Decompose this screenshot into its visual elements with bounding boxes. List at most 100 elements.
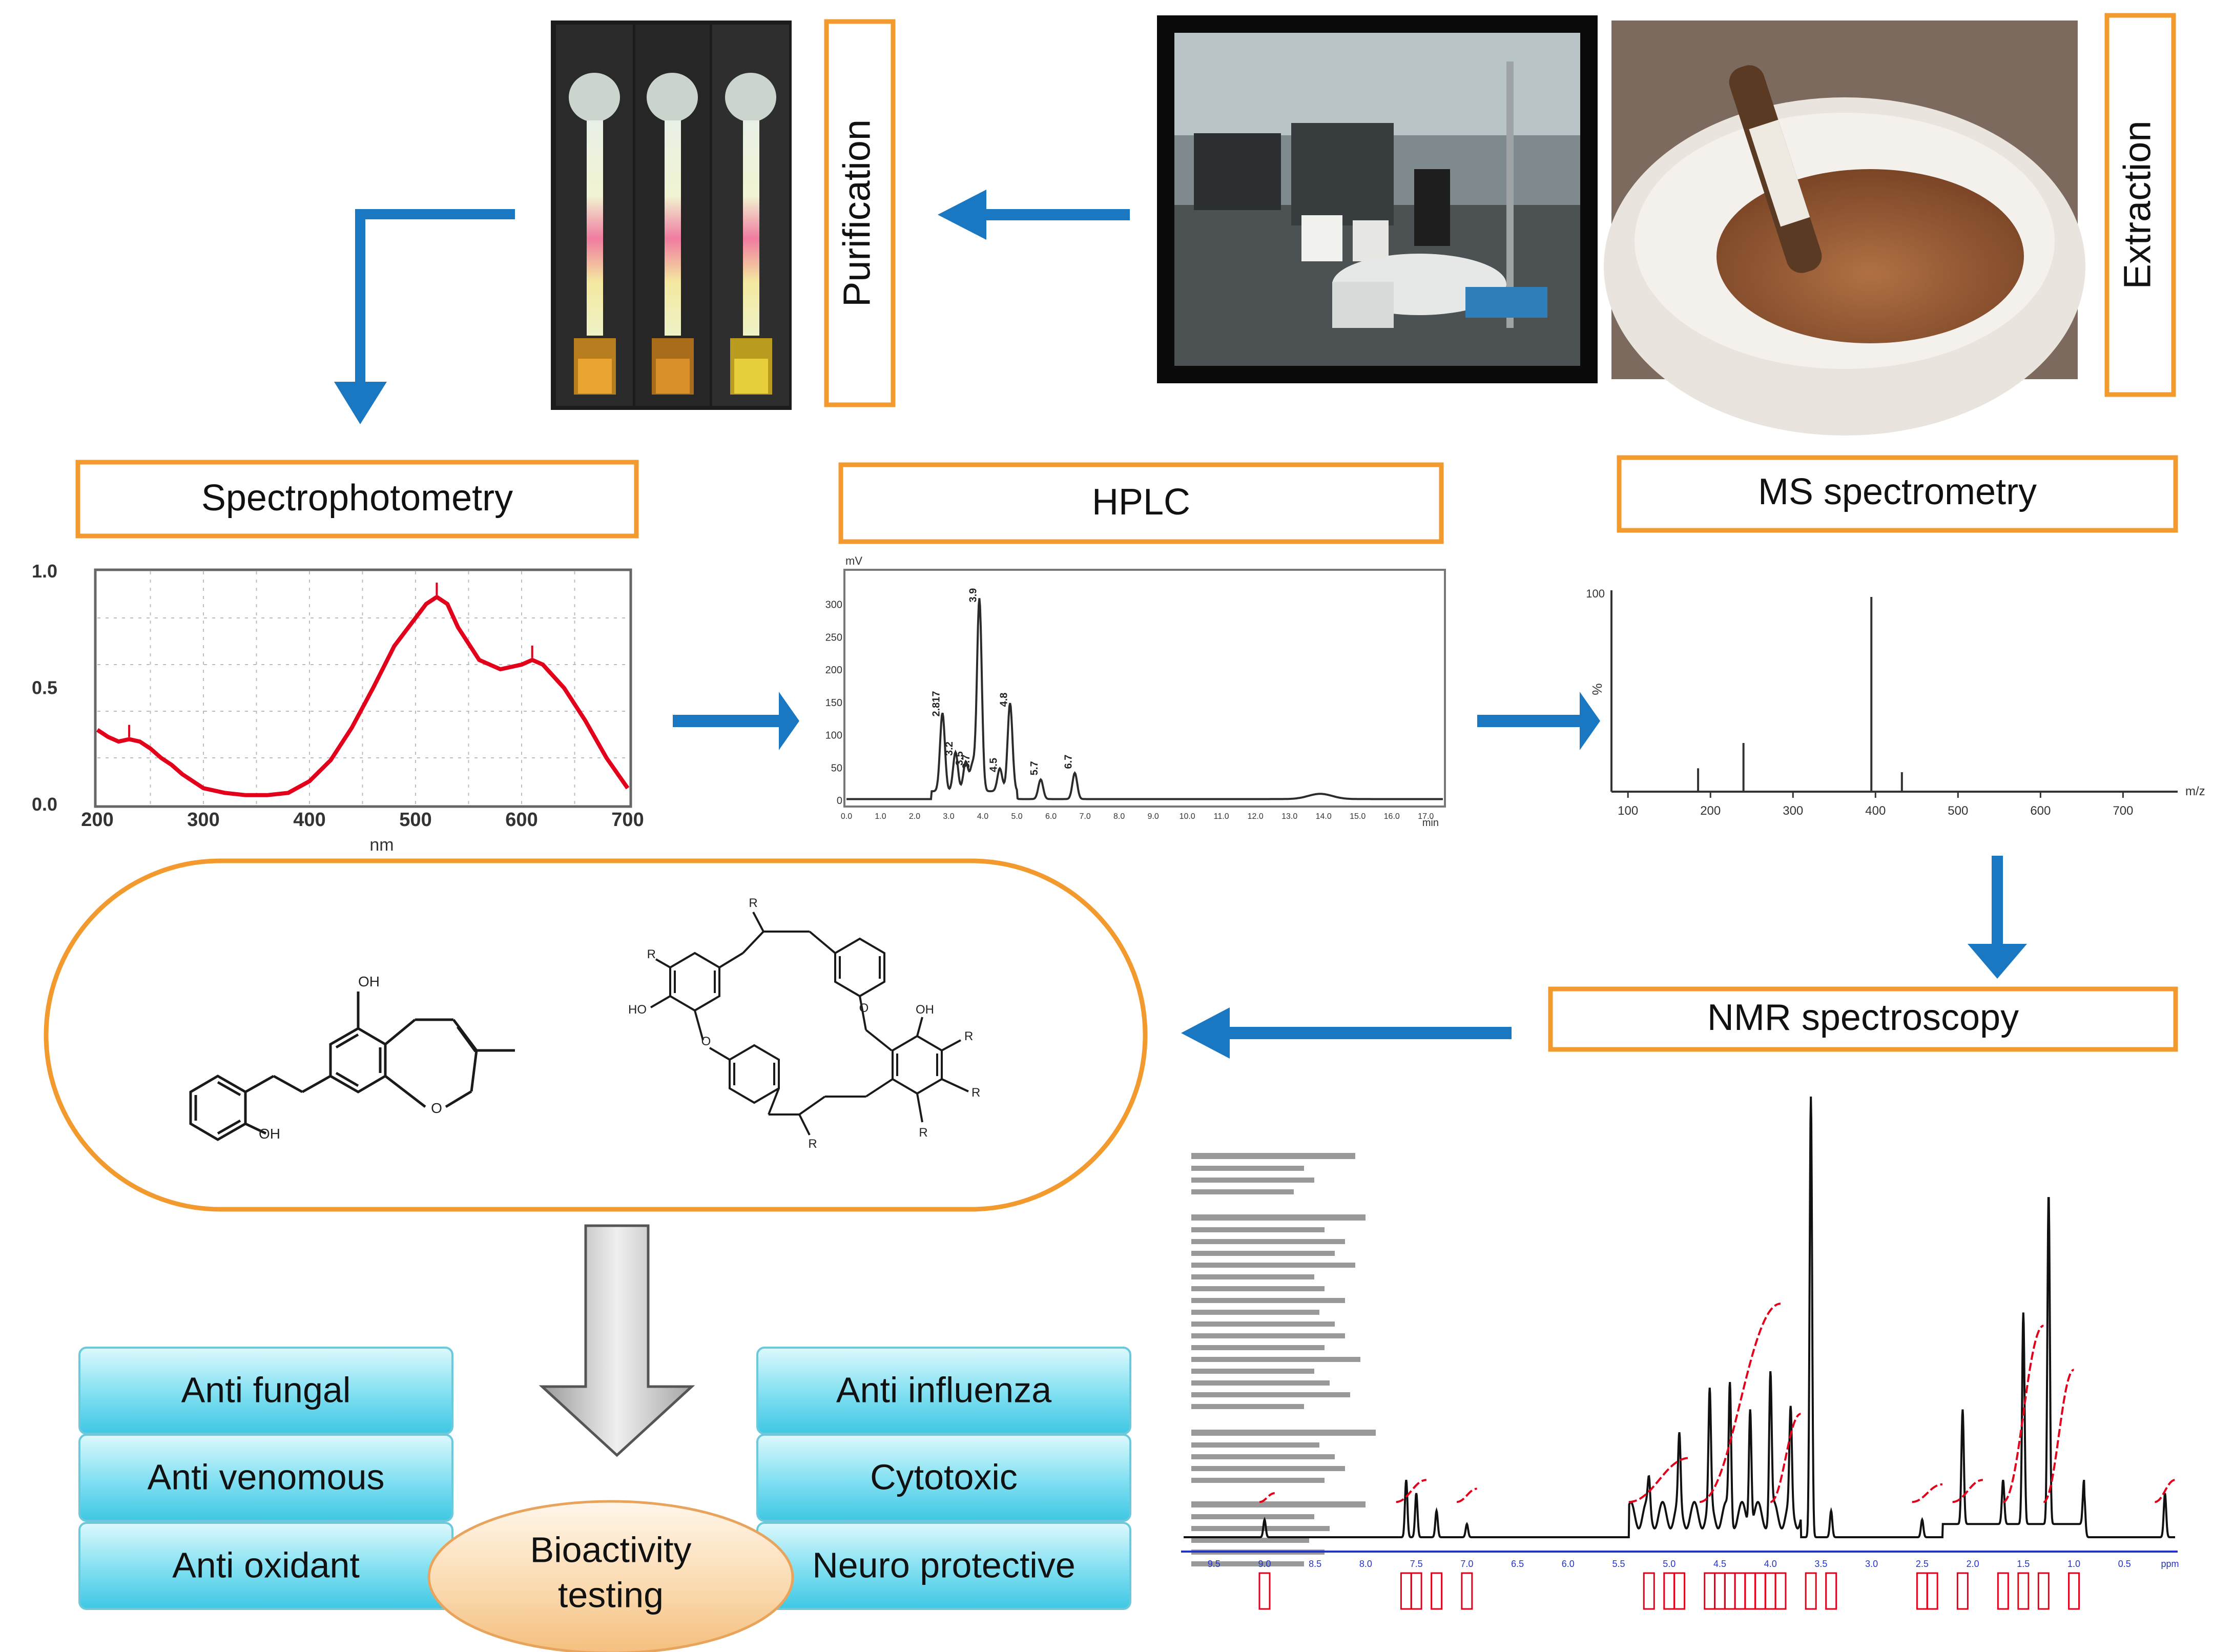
ms-x-tick: 500 xyxy=(1948,804,1968,818)
bioactivity-oval: Bioactivity testing xyxy=(427,1500,794,1652)
hplc-label-box: HPLC xyxy=(838,462,1444,544)
activity-box xyxy=(78,1434,453,1522)
molecule-right-r2: R xyxy=(749,896,757,910)
molecule-right-r5: R xyxy=(919,1126,927,1140)
nmr-integral-curve xyxy=(1628,1457,1690,1503)
nmr-x-tick: 2.0 xyxy=(1967,1559,1979,1569)
hplc-peak-label: 3.9 xyxy=(967,588,979,603)
nmr-integral-label xyxy=(1258,1572,1271,1610)
nmr-x-tick: 9.0 xyxy=(1258,1559,1271,1569)
hplc-y-tick: 50 xyxy=(831,762,842,774)
nmr-x-axis-label: ppm xyxy=(2161,1559,2179,1569)
nmr-integral-label xyxy=(1744,1572,1756,1610)
purification-label: Purification xyxy=(836,119,878,307)
hplc-x-tick: 14.0 xyxy=(1316,812,1332,821)
ms-x-axis-label: m/z xyxy=(2185,784,2205,798)
nmr-integral-curve xyxy=(1259,1492,1275,1503)
ms-x-tick: 400 xyxy=(1865,804,1886,818)
molecule-right xyxy=(650,912,969,1135)
hplc-x-tick: 13.0 xyxy=(1281,812,1297,821)
hplc-peak-label: 5.7 xyxy=(1029,761,1040,775)
nmr-x-tick: 7.0 xyxy=(1460,1559,1473,1569)
nmr-integral-curves xyxy=(1259,1303,2176,1503)
nmr-integral-label xyxy=(1673,1572,1685,1610)
hplc-x-tick: 0.0 xyxy=(841,812,852,821)
molecule-right-oh: OH xyxy=(916,1003,934,1017)
nmr-integral-label xyxy=(1724,1572,1736,1610)
uv-x-tick: 400 xyxy=(293,809,325,831)
purification-label-box: Purification xyxy=(824,19,896,407)
nmr-parameter-block xyxy=(1191,1153,1376,1566)
nmr-x-tick: 1.0 xyxy=(2067,1559,2080,1569)
nmr-integral-label xyxy=(1805,1572,1817,1610)
activity-label: Anti venomous xyxy=(147,1457,384,1497)
molecule-right-ho: HO xyxy=(628,1003,647,1017)
hplc-y-tick: 0 xyxy=(837,795,842,807)
purification-photo xyxy=(551,20,792,410)
nmr-x-tick: 4.5 xyxy=(1713,1559,1726,1569)
nmr-integral-label xyxy=(1461,1572,1473,1610)
molecule-right-r1: R xyxy=(647,947,656,961)
uv-y-tick: 1.0 xyxy=(32,561,57,582)
nmr-integral-label xyxy=(1956,1572,1969,1610)
nmr-integral-curve xyxy=(1770,1413,1802,1503)
nmr-x-tick: 8.5 xyxy=(1309,1559,1321,1569)
nmr-integral-curve xyxy=(2154,1479,2176,1503)
ms-bars xyxy=(1697,597,1903,792)
hplc-x-tick: 2.0 xyxy=(909,812,920,821)
uv-spectrum-line xyxy=(96,594,630,797)
nmr-integral-label xyxy=(1825,1572,1837,1610)
hplc-peak-label: 3.7 xyxy=(961,755,972,769)
ms-x-tick: 700 xyxy=(2113,804,2133,818)
hplc-x-tick: 11.0 xyxy=(1214,812,1229,821)
nmr-integral-label xyxy=(1916,1572,1928,1610)
hplc-x-tick: 10.0 xyxy=(1180,812,1195,821)
nmr-x-tick: 6.0 xyxy=(1562,1559,1575,1569)
arrow-spectro-to-hplc xyxy=(673,692,799,750)
hplc-peak-label: 3.2 xyxy=(944,741,955,756)
nmr-integral-label xyxy=(1663,1572,1676,1610)
nmr-integral-label xyxy=(1400,1572,1412,1610)
molecule-right-r3: R xyxy=(964,1029,973,1043)
molecule-left-ring-o: O xyxy=(431,1100,442,1116)
uv-y-tick: 0.0 xyxy=(32,794,57,815)
nmr-integral-label xyxy=(1431,1572,1443,1610)
nmr-x-tick: 8.0 xyxy=(1359,1559,1372,1569)
hplc-y-tick: 250 xyxy=(825,632,842,643)
nmr-integral-curve xyxy=(2002,1325,2044,1503)
arrow-purification-to-spectro xyxy=(334,209,515,424)
nmr-x-tick: 4.0 xyxy=(1764,1559,1777,1569)
nmr-integral-curve xyxy=(1952,1479,1983,1503)
hplc-peak-label: 2.817 xyxy=(930,691,942,716)
nmr-integral-label xyxy=(1926,1572,1938,1610)
hplc-x-tick: 17.0 xyxy=(1418,812,1434,821)
lab-apparatus-photo xyxy=(1157,15,1598,383)
ms-x-tick: 100 xyxy=(1618,804,1638,818)
nmr-integral-label xyxy=(2017,1572,2030,1610)
molecule-right-o2: O xyxy=(859,1001,869,1015)
nmr-integral-curve xyxy=(1456,1488,1477,1503)
nmr-x-tick: 1.5 xyxy=(2017,1559,2030,1569)
nmr-integral-label xyxy=(1713,1572,1726,1610)
hplc-peak-label: 3.5 xyxy=(954,751,965,766)
spectrophotometry-label: Spectrophotometry xyxy=(201,478,513,519)
hplc-peak-label: 6.7 xyxy=(1063,755,1074,769)
bioactivity-line2: testing xyxy=(558,1575,664,1615)
hplc-y-tick: 300 xyxy=(825,600,842,611)
nmr-spectrum-line xyxy=(1184,1096,2175,1538)
nmr-integral-label xyxy=(1774,1572,1787,1610)
uv-plot-frame xyxy=(94,568,632,808)
activity-label: Anti oxidant xyxy=(172,1545,360,1585)
bioactivity-line1: Bioactivity xyxy=(530,1530,691,1570)
nmr-integral-curve xyxy=(1912,1483,1943,1503)
hplc-x-tick: 15.0 xyxy=(1350,812,1366,821)
nmr-x-tick: 5.5 xyxy=(1612,1559,1625,1569)
extraction-label: Extraction xyxy=(2116,120,2159,289)
uv-x-tick: 200 xyxy=(81,809,113,831)
hplc-y-axis-label: mV xyxy=(845,554,862,567)
